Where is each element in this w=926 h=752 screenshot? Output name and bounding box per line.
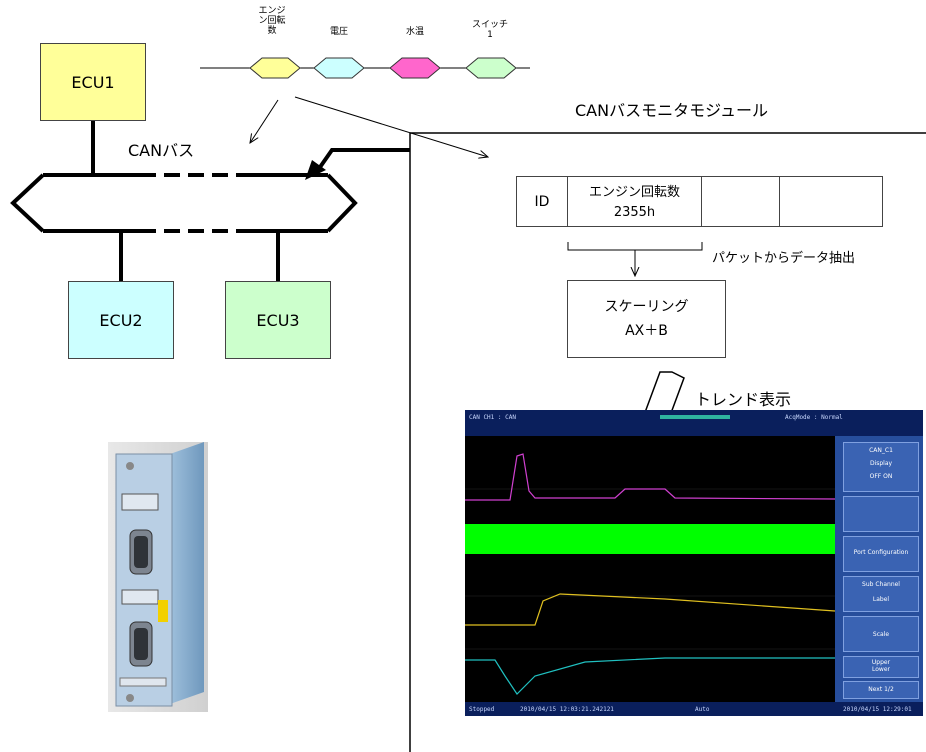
packet-signal-1 (313, 57, 365, 79)
scope-header-bar (660, 415, 730, 419)
scope-plot-area (465, 453, 835, 695)
module-title: CANバスモニタモジュール (575, 101, 768, 120)
scope-header-left: CAN CH1 : CAN (469, 414, 516, 421)
side-scale-label: Scale (872, 631, 890, 638)
side-port-config-label: Port Configuration (853, 549, 909, 556)
side-upper-label: Upper (871, 659, 891, 666)
extract-label: パケットからデータ抽出 (712, 251, 856, 266)
module-bus-tap-head (305, 160, 326, 180)
side-btn-sub-channel[interactable]: Sub Channel Label (843, 576, 919, 612)
packet-signal-2 (389, 57, 441, 79)
bus-label: CANバス (128, 141, 195, 160)
frame-field-cell: エンジン回転数 2355h (568, 177, 702, 226)
ecu1-box: ECU1 (40, 43, 146, 121)
scope-footer-mode: Auto (695, 706, 710, 713)
can-monitor-module-photo (108, 442, 208, 712)
scope-footer-clock: 2010/04/15 12:29:01 (843, 706, 912, 713)
side-btn-blank[interactable] (843, 496, 919, 532)
ecu1-label: ECU1 (71, 72, 115, 92)
ecu3-label: ECU3 (256, 310, 300, 330)
module-bus-tap (316, 148, 410, 172)
arrow-packet-to-bus (250, 99, 279, 143)
scope-footer-status: Stopped (469, 706, 495, 713)
scaling-box: スケーリング AX＋B (567, 280, 726, 358)
ecu2-label: ECU2 (99, 310, 143, 330)
arrow-packet-to-frame (294, 96, 488, 157)
frame-empty-cell (702, 177, 780, 226)
packet-signal-0 (249, 57, 301, 79)
trace-yellow (465, 593, 835, 626)
frame-id-cell: ID (517, 177, 568, 226)
packet-signal-3 (465, 57, 517, 79)
side-btn-next[interactable]: Next 1/2 (843, 681, 919, 699)
signal-label-switch: スイッチ 1 (471, 20, 508, 40)
side-display-label: Display (869, 460, 893, 467)
side-btn-scale[interactable]: Scale (843, 616, 919, 652)
scope-footer-time: 2010/04/15 12:03:21.242121 (520, 706, 614, 713)
ecu2-box: ECU2 (68, 281, 174, 359)
signal-label-voltage: 電圧 (329, 27, 348, 37)
trend-label: トレンド表示 (695, 390, 792, 409)
side-channel-name: CAN_C1 (869, 447, 893, 454)
scope-header: CAN CH1 : CAN AcqMode : Normal (465, 410, 923, 436)
can-bus-shape (10, 173, 358, 233)
trace-cyan (465, 657, 835, 695)
frame-empty-cell (780, 177, 882, 226)
side-lower-label: Lower (872, 666, 890, 673)
scope-footer: Stopped 2010/04/15 12:03:21.242121 Auto … (465, 702, 923, 716)
side-label-label: Label (872, 596, 890, 603)
frame-field-value: 2355h (613, 205, 656, 220)
side-btn-upper-lower[interactable]: Upper Lower (843, 656, 919, 678)
side-display-toggle: OFF ON (869, 473, 893, 480)
signal-label-engine-rpm: エンジ ン回転 数 (258, 6, 286, 36)
ecu3-box: ECU3 (225, 281, 331, 359)
signal-label-water-temp: 水温 (405, 27, 424, 37)
trace-magenta (465, 453, 835, 501)
frame-table: ID エンジン回転数 2355h (516, 176, 883, 227)
scaling-line1: スケーリング (604, 299, 689, 315)
side-next-label: Next 1/2 (868, 686, 894, 693)
trace-green-block (465, 524, 835, 554)
scope-header-right: AcqMode : Normal (785, 414, 843, 421)
scaling-line2: AX＋B (625, 323, 668, 339)
side-sub-channel-label: Sub Channel (862, 581, 900, 588)
side-btn-port-config[interactable]: Port Configuration (843, 536, 919, 572)
frame-id-label: ID (534, 193, 550, 210)
frame-field-name: エンジン回転数 (588, 185, 680, 200)
trend-screenshot: CAN CH1 : CAN AcqMode : Normal CAN_C1 Di… (465, 410, 923, 716)
side-btn-display[interactable]: CAN_C1 Display OFF ON (843, 442, 919, 492)
scope-side-panel: CAN_C1 Display OFF ON Port Configuration… (835, 436, 923, 702)
